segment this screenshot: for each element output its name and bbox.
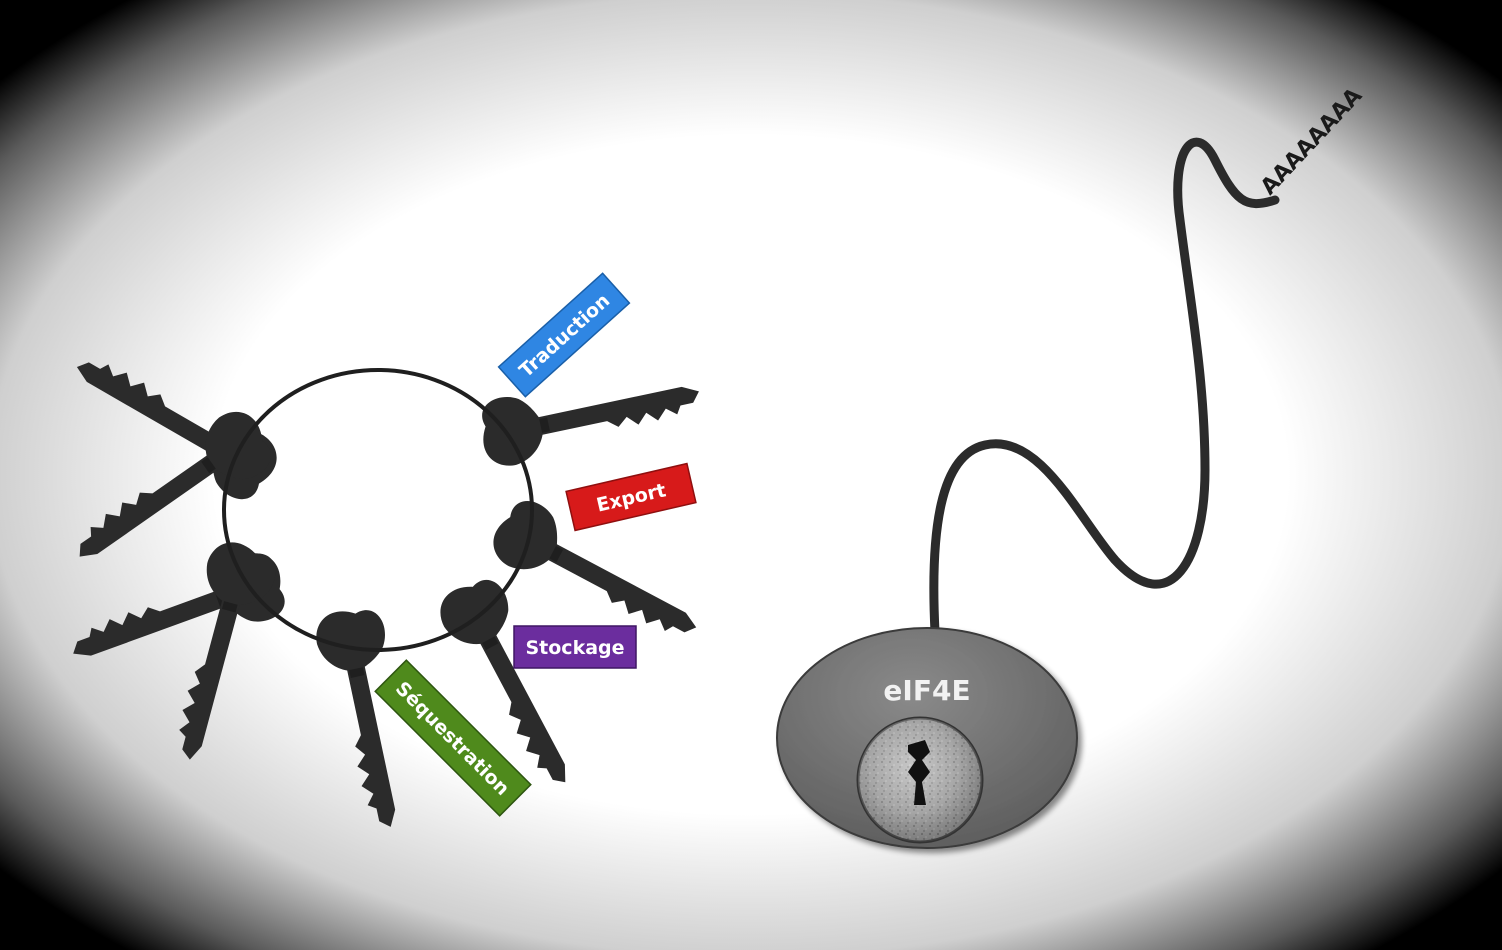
tag-stockage: Stockage	[514, 626, 636, 668]
keyhole-lock	[858, 718, 982, 842]
tag-stockage-label: Stockage	[525, 637, 624, 659]
eif4e-label: eIF4E	[883, 674, 970, 707]
